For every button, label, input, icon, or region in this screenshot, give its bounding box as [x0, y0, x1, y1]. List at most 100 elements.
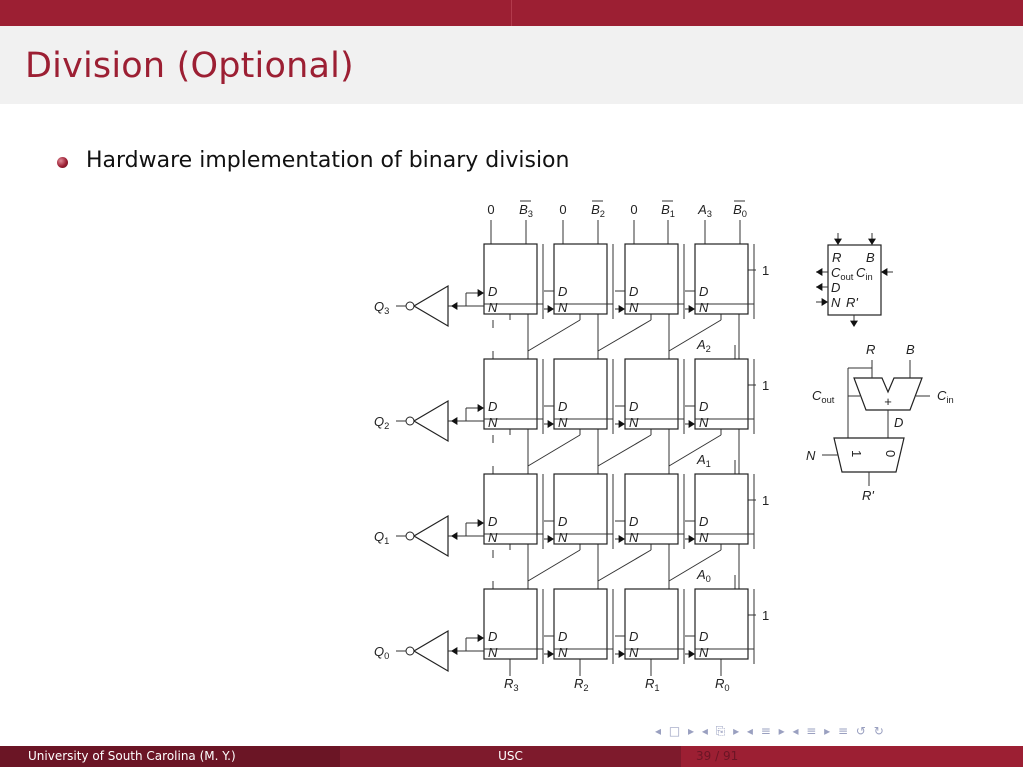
arrow-head — [451, 647, 458, 655]
detail-n: N — [806, 448, 816, 463]
shift-wire — [527, 549, 581, 582]
cell-pin-n: N — [488, 645, 498, 660]
divider-cell: DN — [544, 588, 613, 660]
cell-pin-n: N — [699, 415, 709, 430]
arrow-head — [618, 420, 625, 428]
carry-in-one: 1 — [762, 493, 769, 508]
arrow-head — [618, 535, 625, 543]
cell-pin-d: D — [558, 514, 567, 529]
legend-n: N — [831, 295, 841, 310]
shift-wire — [668, 549, 722, 582]
cell-pin-n: N — [488, 415, 498, 430]
carry-in-one: 1 — [762, 378, 769, 393]
divider-cell: DN — [544, 243, 613, 315]
arrow-head — [477, 404, 484, 412]
detail-plus: + — [884, 394, 892, 409]
cell-box — [694, 588, 749, 660]
cell-box — [553, 588, 608, 660]
divider-cell: DN — [685, 473, 754, 545]
legend-cell-box — [827, 244, 882, 316]
divider-cell: DN — [685, 358, 754, 430]
shift-wire — [597, 549, 652, 582]
detail-rprime: R' — [862, 488, 874, 503]
cell-box — [553, 243, 608, 315]
arrow-head — [881, 268, 888, 276]
cell-box — [694, 358, 749, 430]
buffer-triangle — [412, 399, 449, 443]
detail-cout: Cout — [812, 388, 835, 405]
remainder-label: R0 — [715, 676, 730, 693]
shift-wire — [597, 319, 652, 352]
legend-d: D — [831, 280, 840, 295]
cell-pin-d: D — [558, 284, 567, 299]
cell-pin-n: N — [629, 300, 639, 315]
top-input-label: 0 — [630, 202, 637, 217]
divider-cell: DN — [615, 473, 684, 545]
arrow-head — [477, 289, 484, 297]
cell-pin-d: D — [699, 399, 708, 414]
arrow-head — [821, 298, 828, 306]
shift-wire — [668, 319, 722, 352]
buffer-bubble — [405, 531, 415, 541]
footer-institution: University of South Carolina (M. Y.) — [0, 746, 340, 767]
detail-r: R — [866, 342, 875, 357]
cell-pin-d: D — [488, 284, 497, 299]
cell-pin-n: N — [558, 300, 568, 315]
cell-pin-d: D — [699, 284, 708, 299]
divider-cell: DN — [483, 358, 543, 430]
detail-cin: Cin — [937, 388, 954, 405]
cell-pin-n: N — [558, 530, 568, 545]
title-band — [0, 26, 1023, 104]
cell-box — [694, 243, 749, 315]
remainder-label: R1 — [645, 676, 660, 693]
quotient-buffer — [396, 284, 484, 328]
legend-rprime: R' — [846, 295, 858, 310]
cell-pin-d: D — [558, 629, 567, 644]
legend-cout: Cout — [831, 265, 854, 282]
arrow-head — [451, 417, 458, 425]
divider-cell: DN — [483, 588, 543, 660]
arrow-head — [547, 420, 554, 428]
arrow-head — [547, 305, 554, 313]
cell-box — [483, 473, 538, 545]
carry-in-one: 1 — [762, 608, 769, 623]
cell-pin-n: N — [699, 300, 709, 315]
quotient-label: Q1 — [374, 529, 389, 546]
cell-pin-n: N — [558, 645, 568, 660]
shift-wire — [597, 434, 652, 467]
buffer-triangle — [412, 284, 449, 328]
footer-page-number: 39 / 91 — [681, 746, 1023, 767]
legend-r: R — [832, 250, 841, 265]
top-input-label: B0 — [733, 202, 747, 219]
divider-cell: DN — [544, 473, 613, 545]
cell-pin-d: D — [629, 284, 638, 299]
navigation-icons[interactable]: ◂ □ ▸ ◂ ⎘ ▸ ◂ ≡ ▸ ◂ ≡ ▸ ≡ ↺ ↻ — [655, 724, 886, 738]
legend-b: B — [866, 250, 875, 265]
cell-box — [553, 358, 608, 430]
quotient-buffers — [396, 284, 484, 673]
header-bar — [0, 0, 1023, 26]
cell-pin-d: D — [488, 399, 497, 414]
cell-box — [483, 358, 538, 430]
cell-pin-d: D — [699, 629, 708, 644]
top-input-label: B1 — [661, 202, 675, 219]
cell-pin-n: N — [699, 530, 709, 545]
cell-box — [624, 588, 679, 660]
carry-in-one: 1 — [762, 263, 769, 278]
cell-box — [694, 473, 749, 545]
cell-pin-n: N — [488, 530, 498, 545]
cell-pin-n: N — [629, 415, 639, 430]
arrow-head — [868, 238, 876, 245]
divider-cell: DN — [685, 243, 754, 315]
remainder-label: R3 — [504, 676, 519, 693]
shift-wire — [527, 319, 581, 352]
arrow-head — [850, 320, 858, 327]
header-bar-left — [0, 0, 511, 26]
cell-box — [624, 358, 679, 430]
cell-pin-n: N — [699, 645, 709, 660]
cell-box — [483, 243, 538, 315]
wires — [490, 220, 756, 676]
legend-cin: Cin — [856, 265, 873, 282]
